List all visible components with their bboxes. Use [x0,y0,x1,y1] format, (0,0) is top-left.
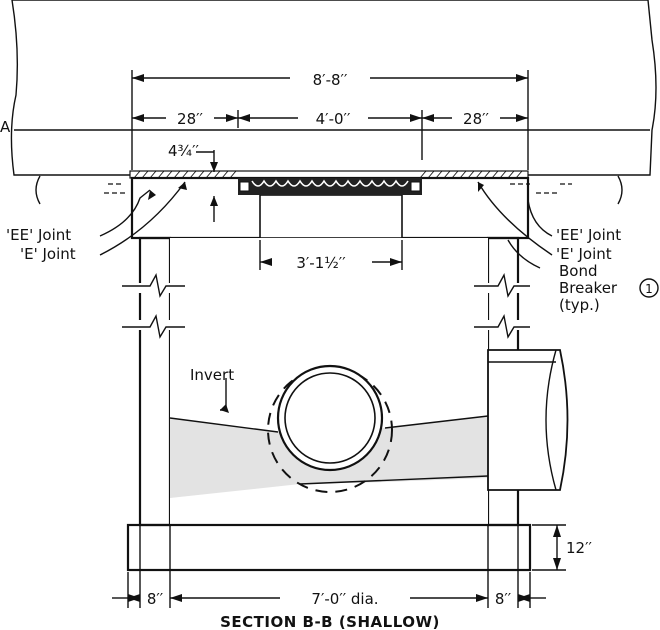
soil-break-marks [35,175,623,205]
frame-bolt-left [239,181,250,192]
e-joint-left-label: 'E' Joint [20,245,76,263]
left-offset-label: 28′′ [177,110,203,128]
ee-joint-right-label: 'EE' Joint [556,226,621,244]
joint-dash-marks [104,183,572,194]
callout-leaders [99,181,553,411]
overall-width-label: 8′-8′′ [313,71,348,89]
base-thickness-label: 12′′ [566,539,592,557]
frame-width-label: 4′-0′′ [316,110,351,128]
grate-bars [251,179,409,187]
wall-break-gaps [122,283,530,330]
bevel-dimension [196,150,215,222]
bond-breaker-line1: Bond [559,262,598,280]
e-joint-right-label: 'E' Joint [556,245,612,263]
top-opening [259,194,403,239]
invert-lines [169,415,489,485]
right-offset-label: 28′′ [463,110,489,128]
side-pipe-end [545,349,557,491]
opening-dimension-lines [259,240,403,270]
left-wall-label: 8′′ [147,590,164,608]
bevel-label: 4¾′′ [168,142,199,160]
opening-label: 3′-1½′′ [296,254,346,272]
inside-diameter-label: 7′-0′′ dia. [311,590,378,608]
invert-label: Invert [190,366,234,384]
side-pipe [487,349,569,491]
bond-breaker-line2: Breaker [559,279,618,297]
pavement-slab [10,0,657,176]
wall-break-lines [122,272,530,339]
edge-mark: A [0,118,11,136]
section-title: SECTION B-B (SHALLOW) [220,613,440,630]
base-slab [126,523,532,572]
bevel-hatch [133,170,523,179]
ee-joint-left-label: 'EE' Joint [6,226,71,244]
note-bubble [639,278,659,298]
bond-breaker-note: 1 [645,282,653,296]
pipe-inner [284,372,376,464]
bottom-dimension-lines [112,524,566,608]
left-wall [138,236,172,527]
right-wall-label: 8′′ [495,590,512,608]
bond-breaker-line3: (typ.) [559,296,600,314]
frame-bolt-right [410,181,421,192]
